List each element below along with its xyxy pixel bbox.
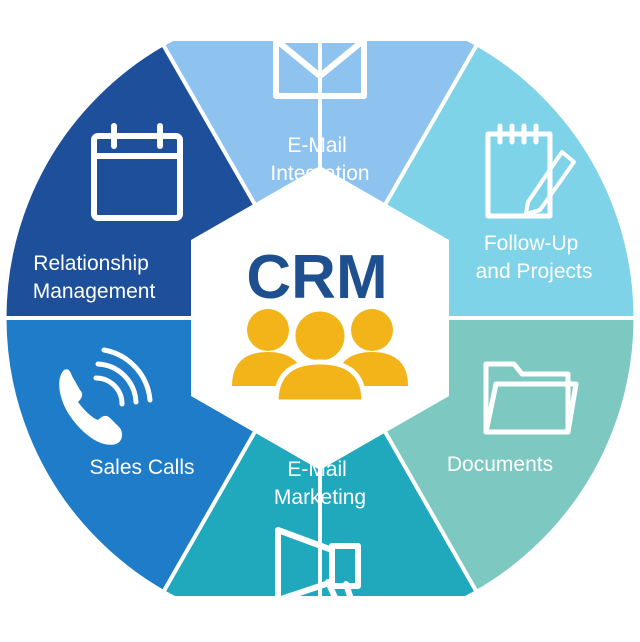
label-documents: Documents <box>447 453 553 476</box>
label-follow-up-projects: Follow-Up and Projects <box>476 232 593 283</box>
notepad-pencil-icon <box>485 123 576 219</box>
label-email-integration: E-Mail Integration <box>270 134 369 185</box>
center-title: CRM <box>246 243 387 312</box>
folder-icon <box>483 361 579 435</box>
label-email-marketing: E-Mail Marketing <box>274 458 366 509</box>
phone-icon <box>59 347 153 445</box>
wheel-outline <box>3 1 637 635</box>
label-relationship-management: Relationship Management <box>33 252 156 303</box>
megaphone-icon <box>275 527 361 607</box>
label-sales-calls: Sales Calls <box>89 456 194 479</box>
people-group-icon <box>232 306 408 405</box>
calendar-icon <box>91 123 183 221</box>
envelope-icon <box>273 37 367 99</box>
